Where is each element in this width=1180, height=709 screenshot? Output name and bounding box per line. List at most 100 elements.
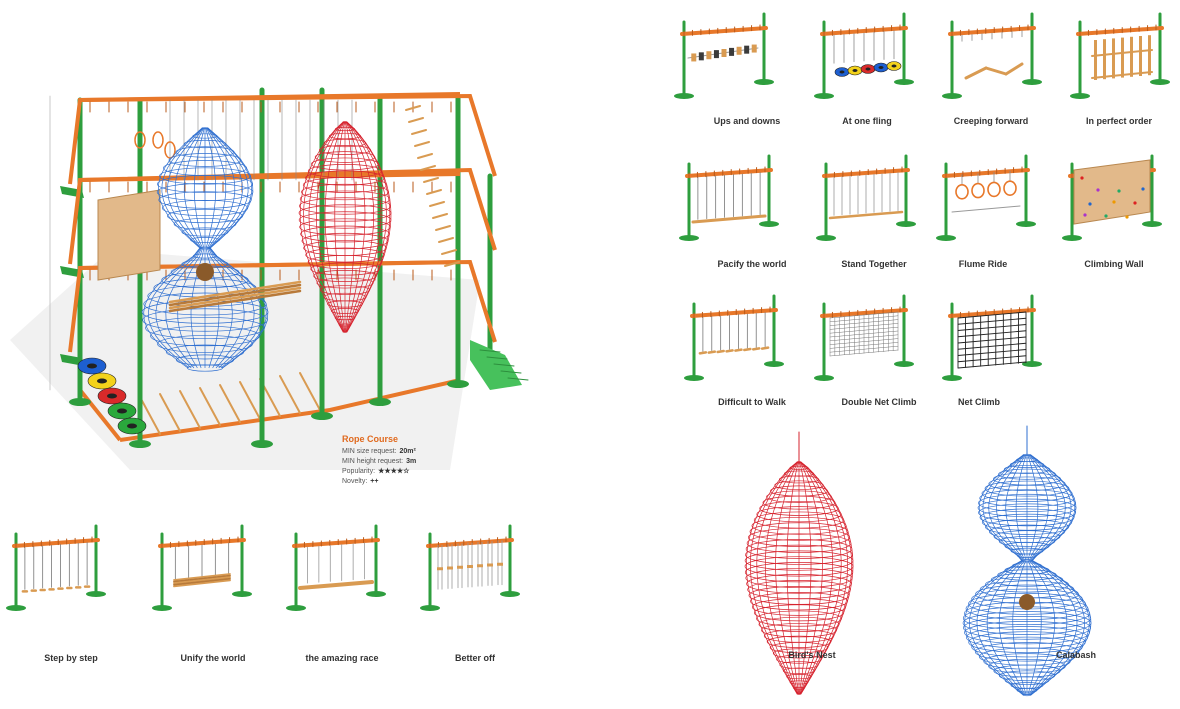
base-plate: [1016, 221, 1036, 227]
net-meridian: [334, 121, 345, 333]
obstacle-step: [6, 524, 106, 611]
net-meridian: [346, 121, 382, 333]
ladder-rung: [423, 177, 439, 183]
log-bundle: [173, 573, 231, 581]
foot-step: [743, 347, 752, 352]
wood-plank: [1139, 36, 1142, 76]
net-meridian: [1012, 454, 1027, 696]
foot-step: [760, 346, 770, 350]
foot-rope: [951, 205, 1021, 213]
net-strand: [829, 330, 899, 338]
base-plate: [1070, 93, 1090, 99]
top-beam: [685, 168, 773, 178]
ladder-rung: [417, 153, 433, 159]
net-meridian: [800, 461, 854, 695]
wood-plank: [1094, 40, 1097, 80]
ladder-rung: [438, 237, 454, 243]
base-plate: [1022, 361, 1042, 367]
spec-height: MIN height request:3m: [342, 458, 417, 465]
foot-step: [716, 349, 725, 354]
net-strand: [829, 323, 899, 330]
net-meridian: [346, 121, 391, 333]
net-strand: [829, 338, 899, 345]
ladder-rung: [429, 201, 445, 207]
slide-step: [500, 370, 522, 374]
net-strand: [829, 311, 899, 319]
rope-course-illustration: [10, 87, 529, 470]
net-meridian: [746, 461, 798, 695]
net-strand: [957, 317, 1027, 325]
foot-step: [734, 348, 743, 352]
net-meridian: [1030, 454, 1092, 696]
wood-plank: [1121, 37, 1124, 78]
floor-plank: [159, 393, 181, 432]
net-strand: [829, 342, 899, 349]
net-meridian: [345, 121, 366, 333]
tire-hole: [891, 64, 897, 68]
ladder-rung: [405, 105, 421, 111]
net-strand: [957, 342, 1027, 350]
net-meridian: [205, 127, 220, 369]
net-strand: [829, 345, 899, 353]
base-plate: [679, 235, 699, 241]
spec-popularity: Popularity:★★★★☆: [342, 468, 410, 475]
climbing-hold: [1125, 215, 1129, 219]
obstacle-unify: [152, 524, 252, 611]
obstacle-race: [286, 524, 386, 611]
swing-ring: [971, 182, 985, 199]
base-plate: [286, 605, 306, 611]
course-calabash: [141, 127, 269, 372]
item-label: In perfect order: [1085, 116, 1152, 126]
net-strand: [957, 349, 1027, 356]
climbing-hold: [1096, 188, 1100, 192]
hanging-seat: [437, 567, 443, 571]
net-meridian: [800, 461, 848, 695]
exit-slide: [470, 340, 522, 390]
hanging-step: [706, 51, 712, 60]
tire-hole: [87, 363, 97, 369]
top-beam: [690, 308, 778, 318]
hanging-step: [698, 52, 704, 61]
ladder-rung: [441, 249, 457, 255]
ladder-rung: [426, 189, 442, 195]
net-strand: [957, 330, 1027, 338]
net-strand: [829, 326, 899, 334]
swing-ring: [987, 181, 1001, 198]
slide-step: [479, 349, 501, 353]
level-beam: [79, 92, 461, 102]
base-plate: [896, 221, 916, 227]
log-bundle: [168, 289, 302, 313]
base-plate: [942, 93, 962, 99]
net-meridian: [345, 121, 356, 333]
net-meridian: [764, 461, 799, 695]
wood-plank: [1130, 36, 1133, 77]
climbing-hold: [1112, 200, 1116, 204]
item-label: the amazing race: [305, 653, 379, 663]
net-meridian: [299, 121, 344, 333]
hanging-seat: [447, 566, 453, 570]
hanging-step: [721, 49, 727, 57]
top-beam: [12, 538, 100, 548]
hanging-step: [736, 46, 742, 55]
spec-size: MIN size request:20m²: [342, 448, 416, 455]
net-strand: [829, 334, 899, 342]
tire-hole: [97, 378, 107, 384]
tire-hole: [107, 393, 117, 399]
log-bundle: [173, 576, 231, 585]
net-meridian: [986, 454, 1025, 696]
level-deck: [60, 354, 84, 366]
base-plate: [1062, 235, 1082, 241]
ladder-rung: [435, 225, 451, 231]
hanging-step: [744, 45, 750, 54]
net-meridian: [345, 121, 375, 333]
item-label: Climbing Wall: [1084, 259, 1144, 269]
floor-plank: [179, 390, 201, 429]
item-label: Difficult to Walk: [718, 397, 786, 407]
net-meridian: [308, 121, 344, 333]
base-plate: [936, 235, 956, 241]
climbing-hold: [1104, 214, 1108, 218]
net-meridian: [799, 461, 834, 695]
net-meridian: [207, 127, 263, 369]
net-meridian: [998, 454, 1026, 696]
wood-plank: [1112, 38, 1115, 79]
